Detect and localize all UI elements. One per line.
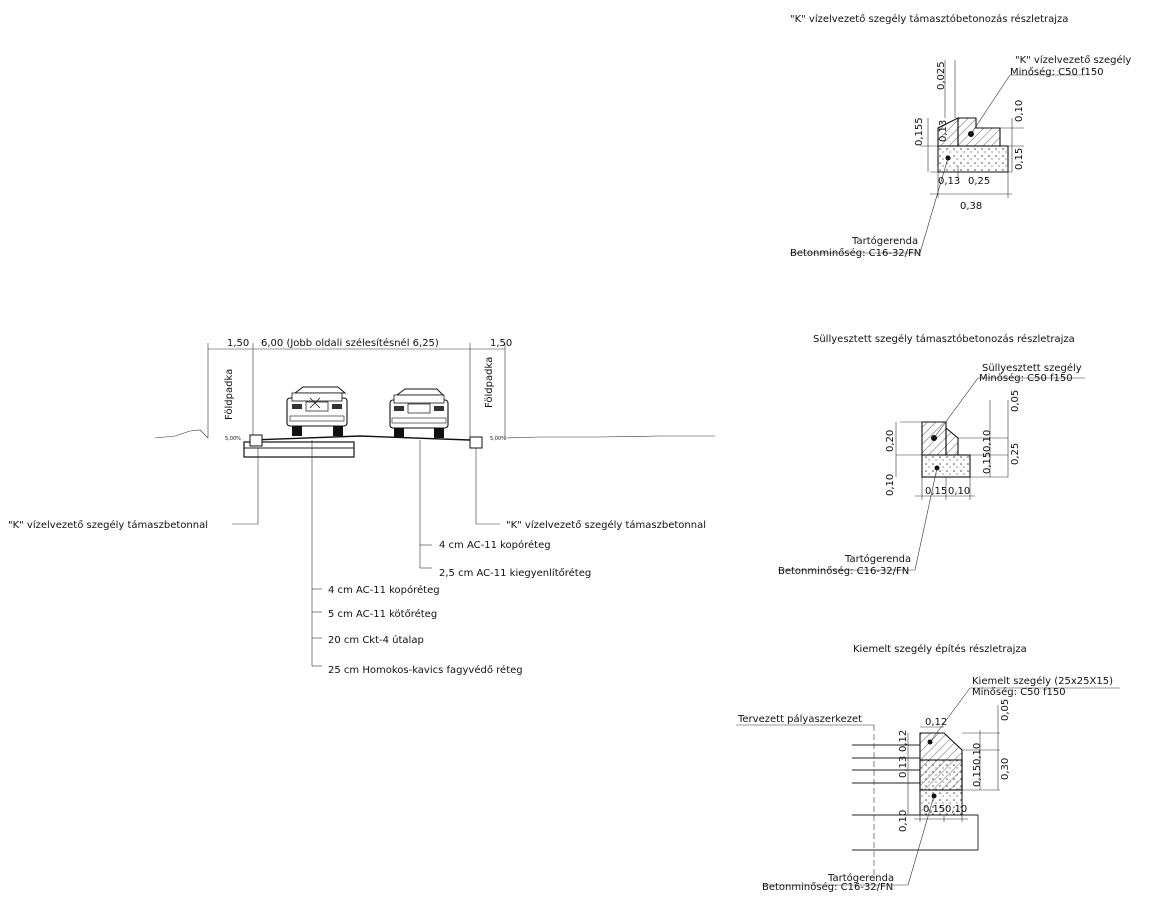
pavement-surface <box>252 435 471 441</box>
car-left <box>286 386 348 436</box>
detail-k-szegely: "K" vízelvezető szegély támasztóbetonozá… <box>790 13 1131 259</box>
terrain-line <box>154 429 715 439</box>
left-curb <box>249 434 263 447</box>
detail-sullyesztett-dim-right-low: 0,15 <box>982 452 993 474</box>
pavement-layers <box>243 441 355 458</box>
widening-layer-1: 4 cm AC-11 kopóréteg <box>439 539 551 551</box>
detail-kiemelt-dim-left-mid: 0,13 <box>898 756 909 778</box>
detail-sullyesztett-dim-right-mid: 0,10 <box>982 430 993 452</box>
detail-kiemelt-dim-bottom-right: 0,10 <box>945 804 967 815</box>
detail-k-base-quality: Betonminőség: C16-32/FN <box>790 247 921 259</box>
widening-layer-2: 2,5 cm AC-11 kiegyenlítőréteg <box>439 567 591 579</box>
dim-left-shoulder: 1,50 <box>227 338 249 349</box>
detail-sullyesztett-dim-right-total: 0,25 <box>1010 443 1021 465</box>
detail-kiemelt-dim-right-mid: 0,10 <box>972 743 983 765</box>
slope-right-label: 5,00% <box>490 436 506 442</box>
right-curb <box>469 436 483 449</box>
detail-kiemelt-callout-name: Kiemelt szegély (25x25X15) <box>972 675 1113 687</box>
detail-kiemelt-szegely: Kiemelt szegély építés részletrajza Terv… <box>736 643 1120 893</box>
detail-sullyesztett-callout-quality: Minőség: C50 f150 <box>979 372 1073 384</box>
detail-sullyesztett-base-quality: Betonminőség: C16-32/FN <box>778 565 909 577</box>
detail-k-dim-bottom-total: 0,38 <box>960 201 982 212</box>
main-layer-3: 20 cm Ckt-4 útalap <box>328 634 424 646</box>
detail-kiemelt-bedding <box>919 789 963 816</box>
detail-kiemelt-base-slab <box>852 814 979 851</box>
detail-kiemelt-dim-bottom-left: 0,15 <box>923 804 945 815</box>
detail-sullyesztett-dim-bottom-left: 0,15 <box>925 486 947 497</box>
detail-k-dim-top: 0,025 <box>936 61 947 90</box>
main-layer-4: 25 cm Homokos-kavics fagyvédő réteg <box>328 664 523 676</box>
detail-kiemelt-dim-left-bottom: 0,10 <box>898 810 909 832</box>
detail-sullyesztett-dim-left-top: 0,20 <box>885 430 896 452</box>
main-layer-1: 4 cm AC-11 kopóréteg <box>328 584 440 596</box>
detail-kiemelt-base-name: Tartógerenda <box>827 872 894 884</box>
car-right <box>389 388 449 438</box>
detail-k-dim-bottom-right: 0,25 <box>968 176 990 187</box>
detail-sullyesztett-dim-left-bottom: 0,10 <box>885 474 896 496</box>
detail-kiemelt-dim-right-total: 0,30 <box>1000 758 1011 780</box>
detail-sullyesztett-szegely: Süllyesztett szegély támasztóbetonozás r… <box>778 333 1085 577</box>
detail-sullyesztett-dim-bottom-right: 0,10 <box>948 486 970 497</box>
detail-k-dim-left-outer: 0,155 <box>914 117 925 146</box>
detail-kiemelt-dim-right-low: 0,15 <box>972 765 983 787</box>
detail-kiemelt-curb-body <box>919 732 963 791</box>
curb-left-label: "K" vízelvezető szegély támaszbetonnal <box>8 519 208 531</box>
detail-k-dim-right-bottom: 0,15 <box>1014 148 1025 170</box>
main-layer-2: 5 cm AC-11 kötőréteg <box>328 608 437 620</box>
detail-k-dim-right-top: 0,10 <box>1014 100 1025 122</box>
slope-left-label: 5,00% <box>225 436 241 442</box>
detail-k-base-name: Tartógerenda <box>851 235 918 247</box>
detail-k-support-concrete <box>937 117 959 147</box>
detail-kiemelt-callout-quality: Minőség: C50 f150 <box>972 686 1066 698</box>
detail-sullyesztett-base-name: Tartógerenda <box>844 553 911 565</box>
detail-kiemelt-dim-right-top: 0,05 <box>1000 699 1011 721</box>
detail-kiemelt-dim-left-top: 0,12 <box>898 730 909 752</box>
detail-sullyesztett-support-concrete <box>945 426 959 456</box>
detail-sullyesztett-dim-right-top: 0,05 <box>1010 390 1021 412</box>
detail-kiemelt-title: Kiemelt szegély építés részletrajza <box>853 643 1027 655</box>
detail-kiemelt-base-quality: Betonminőség: C16-32/FN <box>762 881 893 893</box>
detail-kiemelt-left-label: Tervezett pályaszerkezet <box>737 713 862 725</box>
dim-right-shoulder: 1,50 <box>490 338 512 349</box>
left-shoulder-label: Földpadka <box>224 369 235 420</box>
detail-k-callout-name: "K" vízelvezető szegély <box>1015 54 1131 66</box>
road-cross-section: 1,50 6,00 (Jobb oldali szélesítésnél 6,2… <box>8 337 715 676</box>
right-shoulder-label: Földpadka <box>484 357 495 408</box>
dim-carriageway: 6,00 (Jobb oldali szélesítésnél 6,25) <box>261 337 439 349</box>
curb-right-label: "K" vízelvezető szegély támaszbetonnal <box>506 519 706 531</box>
detail-k-dim-bottom-left: 0,13 <box>938 176 960 187</box>
detail-sullyesztett-support-beam <box>921 454 971 478</box>
detail-kiemelt-dim-top: 0,12 <box>925 717 947 728</box>
detail-sullyesztett-title: Süllyesztett szegély támasztóbetonozás r… <box>813 333 1075 345</box>
detail-sullyesztett-callout-name: Süllyesztett szegély <box>982 362 1082 374</box>
detail-k-callout-quality: Minőség: C50 f150 <box>1010 66 1104 78</box>
detail-k-dim-left-inner: 0,13 <box>938 120 949 142</box>
detail-k-title: "K" vízelvezető szegély támasztóbetonozá… <box>790 13 1068 25</box>
